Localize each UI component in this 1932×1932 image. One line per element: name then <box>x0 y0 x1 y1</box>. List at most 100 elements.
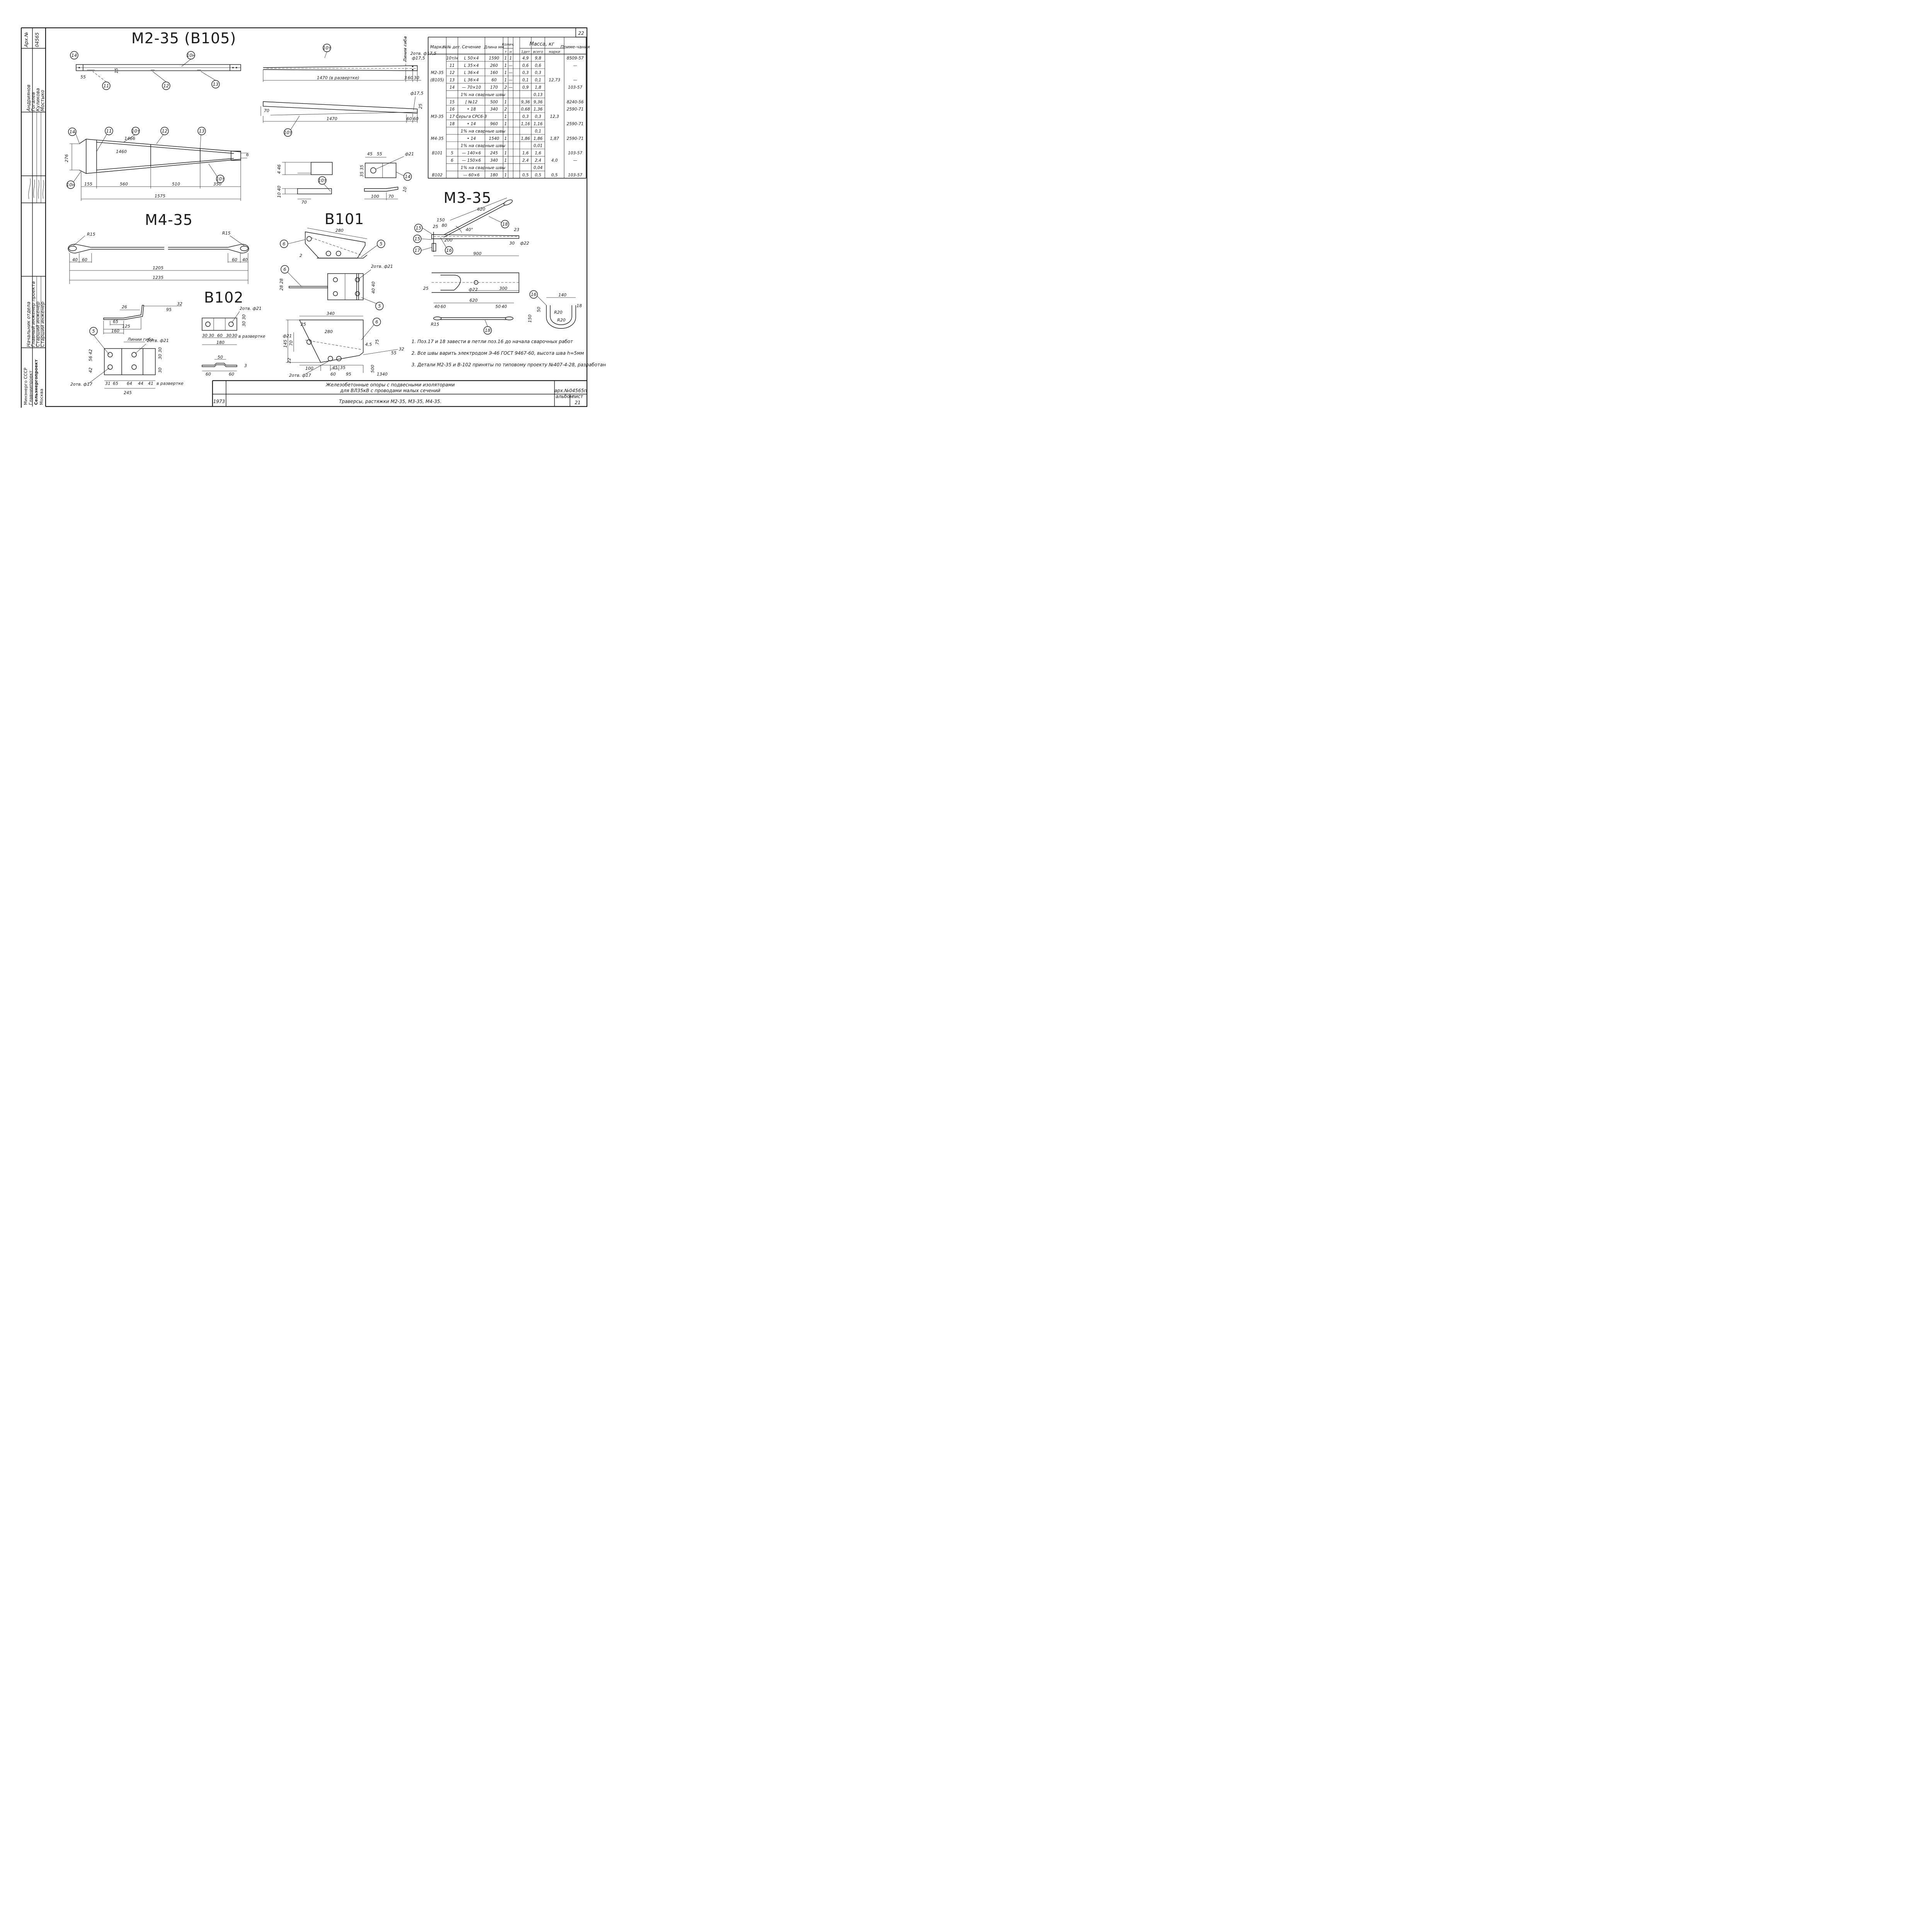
svg-text:15: 15 <box>114 68 119 73</box>
svg-text:65: 65 <box>113 381 118 386</box>
table-cell: — 70×10 <box>462 85 481 90</box>
table-cell: 2590-71 <box>567 122 584 126</box>
svg-text:15: 15 <box>416 225 422 231</box>
table-cell: 6 <box>451 158 454 163</box>
svg-text:31: 31 <box>105 381 111 386</box>
svg-text:6: 6 <box>375 319 378 325</box>
svg-text:200: 200 <box>444 238 452 243</box>
svg-text:70: 70 <box>289 340 294 346</box>
table-cell: — <box>509 71 513 75</box>
svg-text:23: 23 <box>514 227 519 232</box>
table-cell: 8509-57 <box>567 56 584 61</box>
table-cell: 0,5 <box>522 173 529 177</box>
archive-number: 04565 <box>34 32 40 47</box>
svg-text:60: 60 <box>217 333 223 338</box>
svg-text:26: 26 <box>122 304 127 310</box>
table-cell: М3-35 <box>431 114 444 119</box>
th-det: №№ дет. <box>443 45 461 49</box>
th-mass: Масса, кг <box>529 41 554 47</box>
svg-text:ф21: ф21 <box>283 333 292 338</box>
svg-text:55: 55 <box>80 75 86 80</box>
table-cell: 245 <box>490 151 498 156</box>
table-cell: 13 <box>449 78 454 83</box>
svg-text:30: 30 <box>209 333 214 338</box>
svg-text:25: 25 <box>423 286 429 291</box>
svg-text:14: 14 <box>71 53 77 58</box>
org-4: Москва <box>39 389 44 405</box>
svg-text:75: 75 <box>375 339 380 345</box>
svg-text:2отв. ф21: 2отв. ф21 <box>147 338 169 343</box>
table-cell: — 140×6 <box>462 151 481 156</box>
table-cell: 1,16 <box>521 122 530 126</box>
svg-text:18: 18 <box>502 221 508 227</box>
table-cell: 500 <box>490 100 498 104</box>
table-cell: 1,86 <box>534 136 543 141</box>
svg-text:1470 (в развертке): 1470 (в развертке) <box>317 75 359 80</box>
svg-text:30: 30 <box>232 333 237 338</box>
table-cell: — 150×6 <box>462 158 481 163</box>
table-cell: 1% на сварные швы <box>461 129 505 134</box>
table-cell: 1 <box>504 78 507 83</box>
th-section: Сечение <box>462 44 481 49</box>
svg-text:14: 14 <box>70 129 75 134</box>
th-qty: Колич. <box>502 43 514 47</box>
svg-text:95: 95 <box>346 372 351 377</box>
table-cell: 1,86 <box>521 136 530 141</box>
table-cell: 12,73 <box>549 78 560 83</box>
callout-10n-b <box>216 175 224 183</box>
table-cell: 14 <box>449 85 454 90</box>
svg-text:510: 510 <box>172 182 180 187</box>
m2-35-drawing: М2-35 (В105) 14 10н 11 12 13 55 15 6 146… <box>64 30 249 201</box>
svg-text:32: 32 <box>177 301 182 306</box>
table-cell: 4,9 <box>522 56 529 61</box>
table-cell: 15 <box>449 100 455 104</box>
table-cell: 103-57 <box>568 85 583 90</box>
svg-text:55: 55 <box>391 350 396 355</box>
svg-text:13: 13 <box>213 82 219 87</box>
table-cell: 1,6 <box>522 151 529 156</box>
svg-text:5: 5 <box>379 241 382 247</box>
svg-text:60: 60 <box>82 257 87 262</box>
svg-text:140: 140 <box>558 293 566 298</box>
title-subject: Траверсы, растяжки М2-35, М3-35, М4-35. <box>339 399 441 404</box>
svg-text:28 28: 28 28 <box>279 279 284 291</box>
role-3: Старший инженер <box>35 301 41 347</box>
table-cell: 18 <box>449 122 455 126</box>
svg-text:12: 12 <box>162 128 168 134</box>
th-n: н <box>510 50 512 54</box>
svg-text:30: 30 <box>158 367 163 373</box>
svg-text:60: 60 <box>440 304 446 309</box>
table-cell: 0,3 <box>522 114 529 119</box>
m3-35-drawing: М3-35 620 40° 150 25 80 23 30 ф22 900 20… <box>413 189 582 335</box>
name-1: Андриянов <box>26 85 31 112</box>
svg-text:10н: 10н <box>187 53 196 58</box>
svg-text:50: 50 <box>536 307 541 312</box>
svg-text:60: 60 <box>206 372 211 377</box>
table-cell: 16 <box>449 107 455 112</box>
note-1: 1. Поз.17 и 18 завести в петли поз.16 до… <box>412 339 573 344</box>
table-cell: 0,1 <box>535 129 541 134</box>
table-cell: 1 <box>504 100 507 104</box>
th-t: т <box>505 50 507 54</box>
table-cell: 1,8 <box>535 85 541 90</box>
table-cell: 4,0 <box>551 158 558 163</box>
table-cell: 2,4 <box>522 158 529 163</box>
title-year: 1973 <box>213 399 225 404</box>
table-cell: L 36×4 <box>464 78 479 83</box>
svg-text:40°: 40° <box>466 227 473 232</box>
svg-text:3: 3 <box>244 363 247 368</box>
table-cell: 10т/н <box>446 56 458 61</box>
table-cell: 0,01 <box>534 144 543 148</box>
svg-text:R20: R20 <box>554 310 563 315</box>
table-cell: 17 <box>449 114 455 119</box>
svg-text:40: 40 <box>242 257 248 262</box>
svg-text:150: 150 <box>527 315 532 323</box>
table-cell: — <box>573 78 577 83</box>
note-3: 3. Детали М2-35 и В-102 приняты по типов… <box>412 362 606 367</box>
name-4: Мостыко <box>40 90 45 111</box>
table-cell: — <box>573 158 577 163</box>
role-4: Старший инженер <box>40 301 45 347</box>
table-cell: 2,4 <box>535 158 541 163</box>
svg-text:5: 5 <box>378 303 381 309</box>
table-cell: 1% на сварные швы <box>461 143 505 148</box>
